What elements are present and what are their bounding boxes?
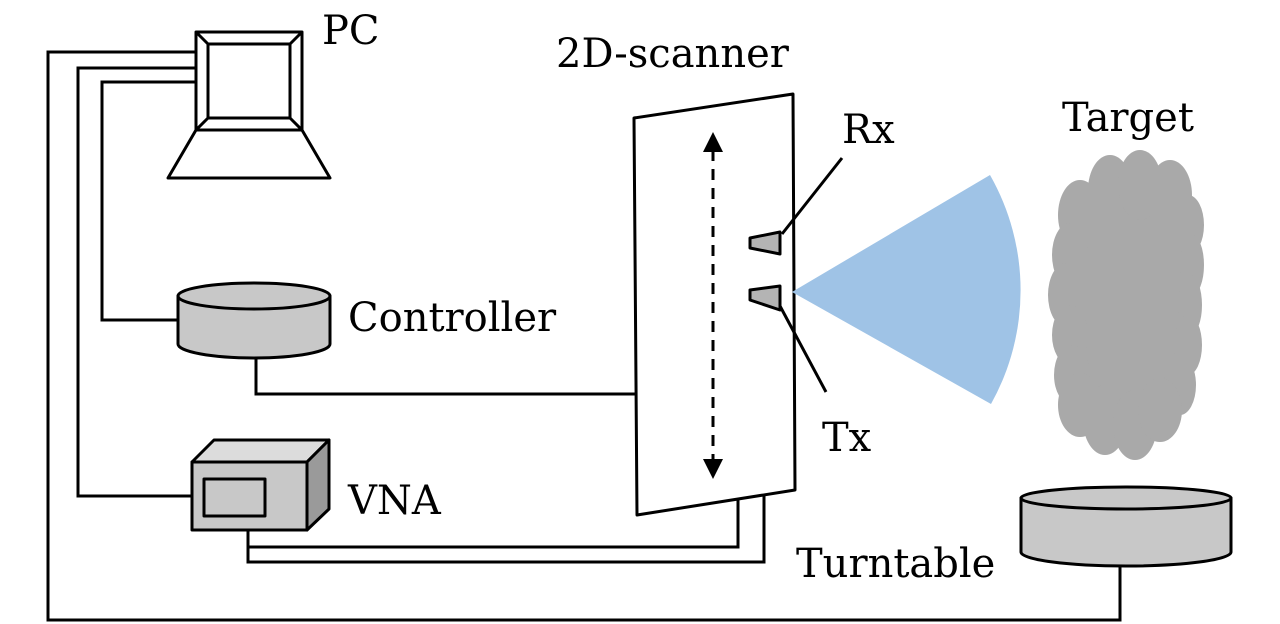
vna-label: VNA [347,478,442,524]
double-arrow-icon [703,132,723,479]
turntable-label: Turntable [796,541,995,587]
tx-label: Tx [822,415,872,461]
radiation-sector-icon [792,175,1021,404]
tx-antenna-icon [748,284,782,312]
box-device-icon [190,438,331,532]
wire-pc-controller [100,80,196,322]
wire-pc-turntable [46,50,1122,622]
tx-pointer [778,305,828,393]
rx-label: Rx [842,107,895,153]
scanner-label: 2D-scanner [556,31,790,77]
turntable-icon [1019,485,1233,568]
rx-antenna-icon [748,230,782,256]
cloud-shape-icon [1048,150,1204,460]
cylinder-device-icon [176,281,332,360]
connection-wires [46,50,1122,622]
rx-pointer [780,157,844,235]
target-label: Target [1062,95,1194,141]
controller-label: Controller [348,295,557,341]
wire-pc-vna [76,66,196,498]
wire-controller-scanner [254,358,638,396]
laptop-icon [166,30,332,180]
pc-label: PC [322,8,380,54]
